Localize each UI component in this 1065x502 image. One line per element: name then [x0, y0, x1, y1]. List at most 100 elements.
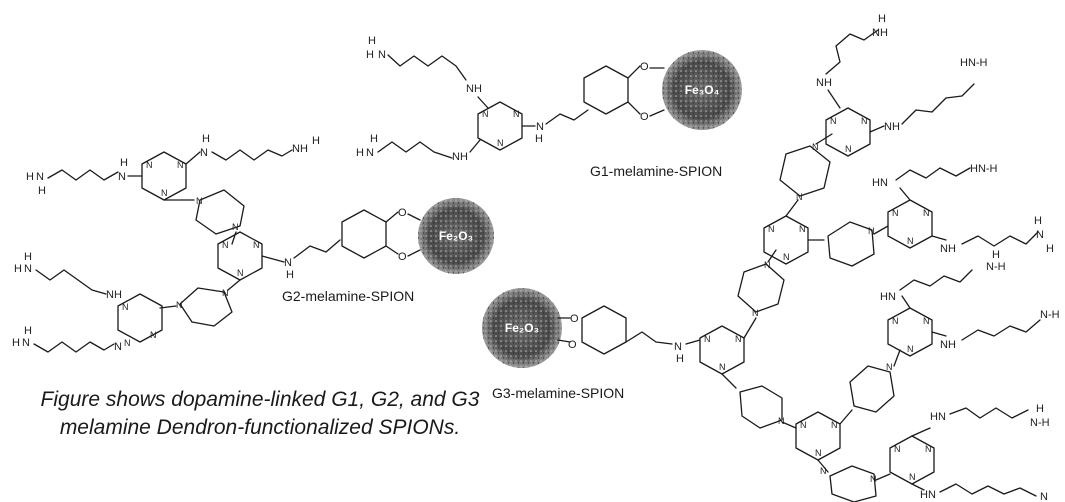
atom-label: N — [800, 420, 807, 430]
atom-label: NH — [872, 27, 888, 39]
piperazine-ring — [179, 287, 233, 327]
atom-label: N — [752, 308, 759, 318]
atom-label: N — [366, 147, 374, 159]
bond — [869, 125, 885, 133]
atom-label: H — [26, 171, 34, 183]
core-label: Fe₂O₃ — [439, 229, 473, 243]
atom-label: N — [799, 224, 806, 234]
atom-label: H — [312, 135, 320, 147]
g2-structure: H N H N H N N N N H NH H N N N N N N H — [12, 133, 494, 353]
atom-label: N — [482, 109, 489, 119]
bond — [387, 54, 467, 81]
atom-label: HN — [930, 411, 946, 423]
atom-label: H — [286, 269, 294, 281]
atom-label: N — [894, 444, 901, 454]
atom-label: N — [830, 116, 837, 126]
atom-label: N — [1040, 491, 1048, 502]
atom-label: H — [368, 35, 376, 47]
atom-label: N — [222, 240, 229, 250]
catechol-ring — [583, 65, 629, 115]
bond — [47, 169, 119, 181]
atom-label: N — [22, 337, 30, 349]
atom-label: H — [14, 263, 22, 275]
core-label: Fe₃O₄ — [685, 83, 720, 97]
atom-label: H — [38, 185, 46, 197]
atom-label: N — [536, 121, 544, 133]
bond — [293, 239, 341, 259]
bond — [227, 279, 241, 291]
bond — [385, 245, 399, 255]
bond — [901, 83, 975, 125]
bond — [557, 339, 571, 343]
nanoparticle-texture — [662, 50, 742, 130]
atom-label: N — [177, 160, 184, 170]
atom-label: N — [196, 196, 203, 206]
atom-label: O — [640, 61, 649, 73]
bond — [939, 483, 1037, 497]
atom-label: O — [398, 207, 407, 219]
bond — [911, 483, 925, 491]
atom-label: H — [12, 337, 20, 349]
atom-label: N — [674, 341, 682, 353]
atom-label: HN — [872, 177, 888, 189]
bond — [781, 421, 797, 429]
bond — [817, 459, 829, 473]
atom-label: N — [222, 288, 229, 298]
bond — [185, 151, 201, 165]
atom-label: HN — [920, 489, 936, 501]
bond — [901, 295, 911, 309]
compound-label: G2-melamine-SPION — [282, 288, 414, 304]
atom-label: N — [719, 362, 726, 372]
bond — [895, 167, 971, 181]
atom-label: N — [24, 263, 32, 275]
atom-label: N — [114, 341, 122, 353]
bond — [931, 331, 947, 337]
bond — [961, 319, 1041, 341]
atom-label: N — [232, 222, 239, 232]
atom-label: H — [356, 147, 364, 159]
atom-label: H — [676, 353, 684, 365]
atom-label: N — [783, 252, 790, 262]
atom-label: N-H — [1030, 417, 1050, 429]
atom-label: H — [120, 157, 128, 169]
atom-label: N — [122, 302, 129, 312]
nanoparticle-texture — [482, 288, 562, 368]
triazine-ring — [887, 307, 933, 357]
bond — [159, 305, 177, 309]
atom-label: N — [909, 472, 916, 482]
bond — [931, 235, 947, 241]
bond — [685, 339, 701, 345]
atom-label: N — [831, 420, 838, 430]
bond — [33, 341, 115, 353]
atom-label: N — [150, 330, 157, 340]
atom-label: N — [378, 49, 386, 61]
atom-label: H — [535, 133, 543, 145]
atom-label: N — [861, 116, 868, 126]
atom-label: NH — [884, 121, 900, 133]
atom-label: N — [764, 260, 771, 270]
bond — [899, 187, 911, 201]
atom-label: N — [176, 300, 183, 310]
atom-label: N — [907, 236, 914, 246]
atom-label: H — [1046, 243, 1054, 255]
atom-label: N — [118, 171, 126, 183]
bond — [961, 231, 1039, 247]
piperazine-ring — [737, 263, 785, 313]
triazine-ring — [117, 293, 163, 343]
atom-label: N — [812, 142, 819, 152]
atom-label: H — [370, 133, 378, 145]
atom-label: NH — [292, 143, 308, 155]
atom-label: H — [202, 133, 210, 145]
bond — [407, 213, 421, 221]
triazine-ring — [763, 215, 809, 265]
bond — [377, 141, 453, 159]
bond — [407, 249, 421, 257]
atom-label: HN-H — [970, 163, 998, 175]
atom-label: N — [237, 268, 244, 278]
atom-label: N — [907, 344, 914, 354]
atom-label: N — [868, 226, 875, 236]
atom-label: N — [815, 448, 822, 458]
bond — [625, 331, 673, 345]
